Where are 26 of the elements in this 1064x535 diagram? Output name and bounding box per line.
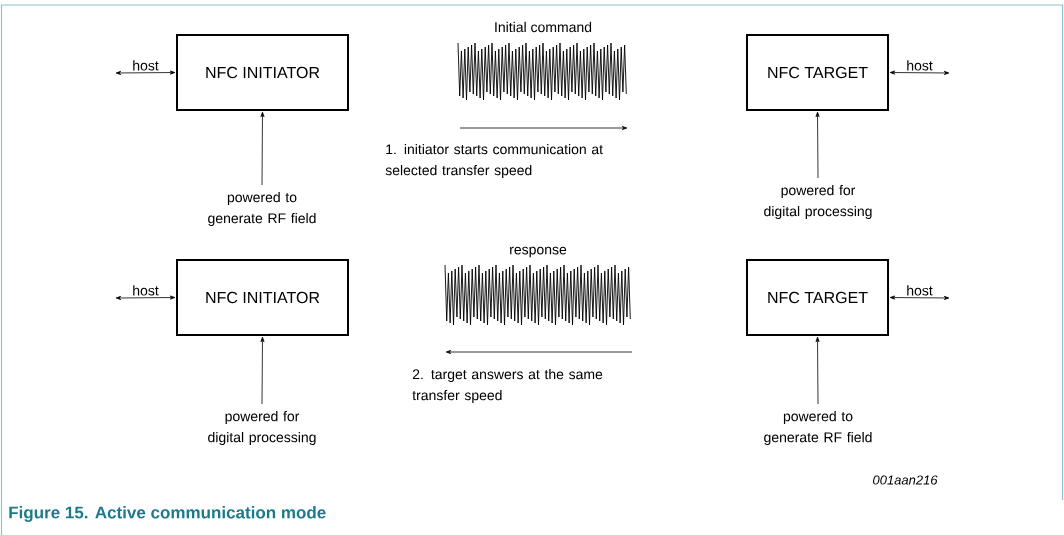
process-box: NFC TARGET (746, 259, 889, 336)
step-text: 1. initiator starts communication at selected transfer speed (385, 143, 603, 178)
edge-label: host (131, 284, 160, 297)
figure-caption: Figure 15. Active communication mode (9, 506, 326, 522)
note-text: powered for digital processing (208, 411, 316, 446)
step-text: 2. target answers at the same transfer speed (412, 369, 603, 404)
arrow (260, 336, 265, 405)
edge-label: host (905, 59, 934, 72)
note-text: powered for digital processing (764, 184, 872, 219)
arrow (260, 111, 265, 186)
signal-label: Initial command (495, 21, 592, 33)
signal-label: response (510, 246, 567, 258)
arrow (815, 336, 820, 405)
arrow (889, 70, 950, 75)
figure-id: 001aan216 (873, 475, 938, 485)
arrow (815, 111, 820, 179)
arrow (115, 295, 176, 300)
process-box: NFC TARGET (746, 34, 889, 111)
note-text: powered to generate RF field (208, 191, 316, 226)
arrow (115, 70, 176, 75)
edge-label: host (131, 59, 160, 72)
edge-label: host (905, 284, 934, 297)
note-text: powered to generate RF field (764, 411, 872, 446)
process-box: NFC INITIATOR (176, 34, 349, 111)
arrow (889, 295, 950, 300)
process-box: NFC INITIATOR (176, 259, 349, 336)
